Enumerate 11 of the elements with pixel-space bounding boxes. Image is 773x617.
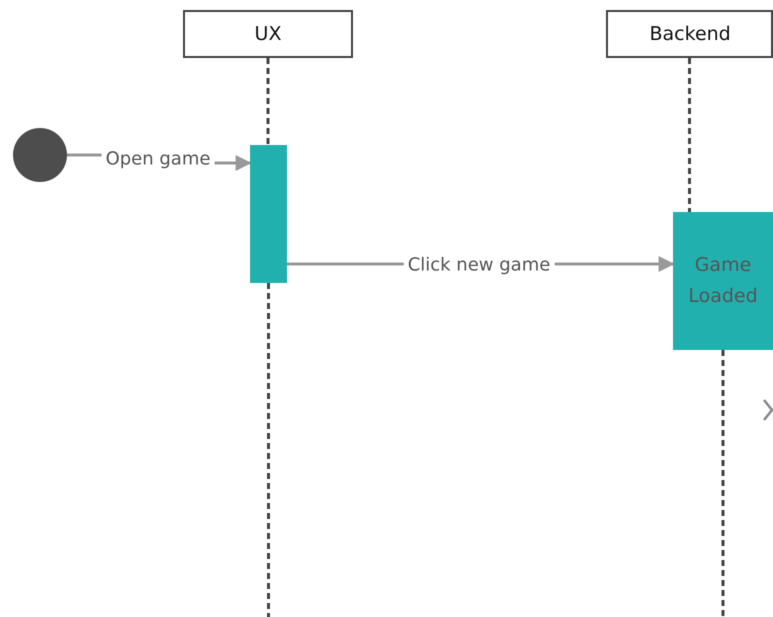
activation-box [673,212,773,350]
lifeline-header-box [183,10,353,58]
node-label: Backend [650,22,730,47]
node-label: Game Loaded [687,253,759,309]
activation-bar [250,145,287,283]
lifeline [688,58,691,212]
lifeline [267,283,270,617]
lifeline [266,58,270,145]
lifeline [722,350,724,617]
node-label: UX [254,22,282,47]
lifeline-header-box [606,10,773,58]
